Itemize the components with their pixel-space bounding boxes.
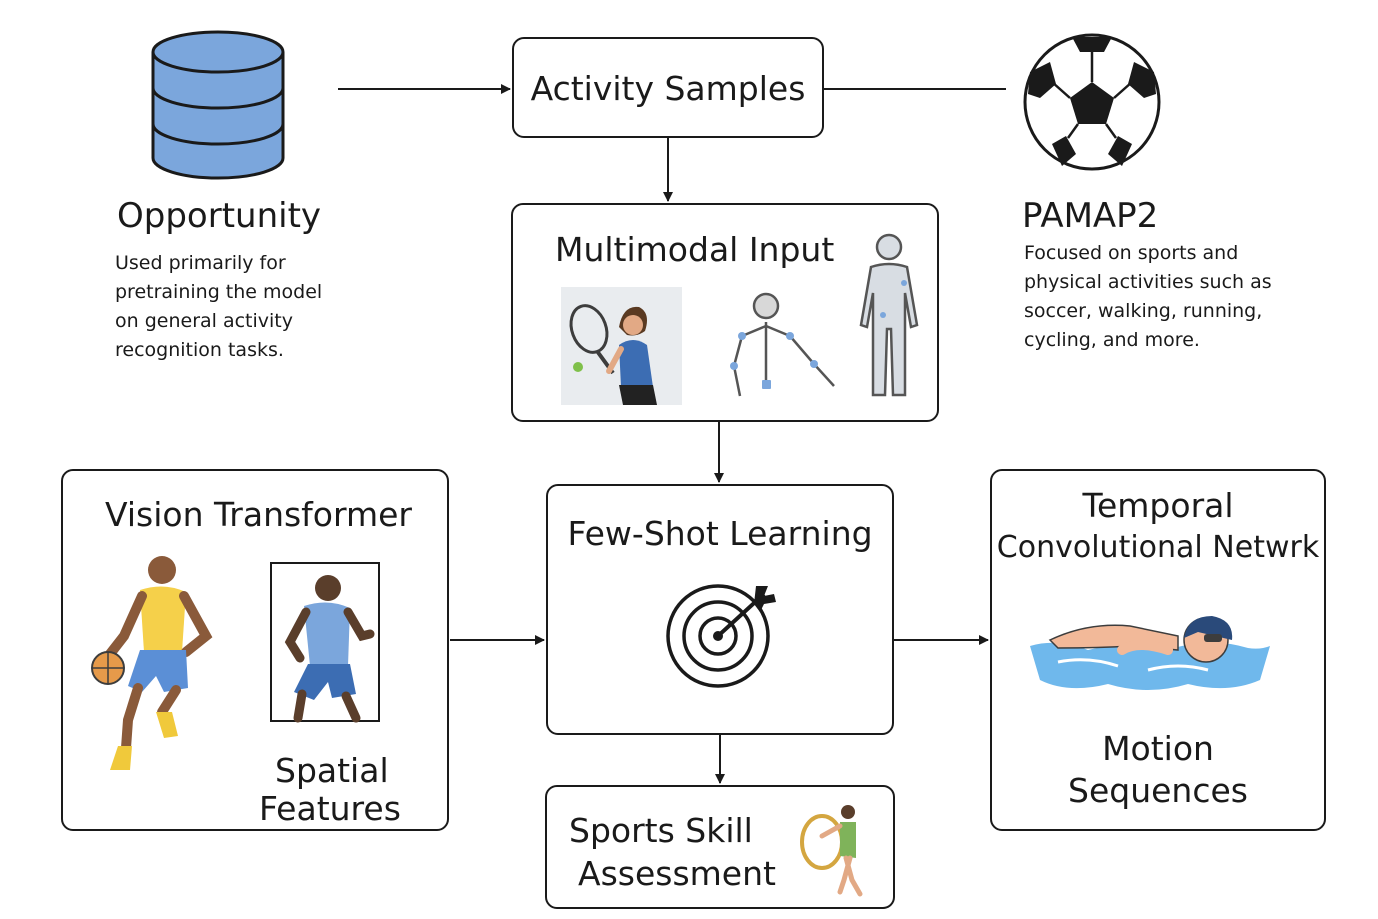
sports-skill-box: Sports Skill Assessment	[545, 785, 895, 909]
opportunity-description: Used primarily for pretraining the model…	[115, 252, 323, 361]
few-shot-learning-title: Few-Shot Learning	[567, 514, 873, 553]
temporal-cn-title-line2: Convolutional Netwrk	[996, 530, 1320, 565]
body-sensor-icon	[859, 233, 919, 397]
database-icon	[151, 30, 285, 180]
motion-sequences-line2: Sequences	[1068, 771, 1248, 810]
sports-skill-title-line1: Sports Skill	[569, 811, 753, 850]
tennis-player-photo-icon	[561, 287, 682, 405]
basketball-player-icon	[91, 556, 213, 770]
vision-transformer-box: Vision Transformer Spatial Features	[61, 469, 449, 831]
activity-samples-box: Activity Samples	[512, 37, 824, 138]
temporal-cn-title-line1: Temporal	[1082, 486, 1234, 525]
few-shot-learning-box: Few-Shot Learning	[546, 484, 894, 735]
pamap2-title: PAMAP2	[1022, 196, 1159, 236]
target-icon	[666, 584, 776, 688]
motion-sequences-line1: Motion	[1102, 729, 1214, 768]
vision-transformer-title: Vision Transformer	[105, 495, 412, 534]
sports-skill-title-line2: Assessment	[578, 854, 776, 893]
multimodal-input-title: Multimodal Input	[555, 230, 835, 269]
hoop-athlete-icon	[800, 805, 863, 897]
player-crop-icon	[270, 562, 380, 723]
activity-samples-title: Activity Samples	[530, 69, 806, 108]
spatial-features-line1: Spatial	[275, 751, 389, 790]
skeleton-pose-icon	[730, 292, 835, 397]
pamap2-description: Focused on sports and physical activitie…	[1024, 242, 1272, 351]
soccer-ball-icon	[1023, 33, 1161, 171]
opportunity-title: Opportunity	[117, 196, 322, 236]
swimmer-icon	[1030, 616, 1270, 690]
spatial-features-line2: Features	[259, 789, 401, 828]
